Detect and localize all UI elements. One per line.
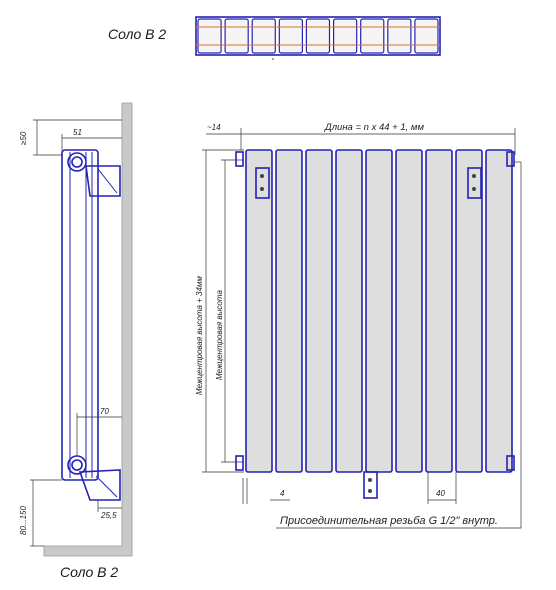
dim-wall-gap-label: ≥50 xyxy=(19,131,28,145)
thread-note-label: Присоединительная резьба G 1/2" внутр. xyxy=(280,515,498,527)
front-bracket-right-screw-2 xyxy=(472,187,476,191)
dim-height-outer-label: Межцентровая высота + 34мм xyxy=(195,276,204,395)
side-view: 51 ≥50 70 25,5 80...150 Соло В 2 xyxy=(19,102,133,580)
lower-bracket xyxy=(78,469,121,501)
front-left-top-cap xyxy=(235,151,244,167)
dim-left-offset-label: ~14 xyxy=(207,123,221,132)
front-section-6 xyxy=(395,149,423,473)
front-section-9 xyxy=(485,149,513,473)
thread-note-leader xyxy=(276,162,522,529)
top-section-8 xyxy=(387,18,412,54)
top-section-3 xyxy=(251,18,276,54)
front-section-3 xyxy=(305,149,333,473)
dim-height-center-label: Межцентровая высота xyxy=(215,290,224,380)
side-view-caption: Соло В 2 xyxy=(60,564,118,580)
front-section-4 xyxy=(335,149,363,473)
wall xyxy=(43,102,133,557)
front-bracket-bottom-screw-2 xyxy=(368,489,372,493)
front-bracket-bottom xyxy=(363,471,378,499)
front-section-8 xyxy=(455,149,483,473)
top-view-caption: Соло В 2 xyxy=(108,26,166,42)
upper-bracket xyxy=(85,165,121,197)
front-bracket-right xyxy=(467,167,482,199)
top-section-5 xyxy=(305,18,331,54)
front-section-7 xyxy=(425,149,453,473)
lower-bracket-hatch xyxy=(95,475,118,498)
top-view: Соло В 2 xyxy=(108,16,441,60)
front-bracket-left-screw-2 xyxy=(260,187,264,191)
front-bracket-bottom-screw-1 xyxy=(368,478,372,482)
front-section-2 xyxy=(275,149,303,473)
lower-pipe xyxy=(67,455,87,475)
upper-pipe xyxy=(67,152,87,172)
front-view-sections xyxy=(245,149,513,473)
top-section-6 xyxy=(333,18,358,54)
dim-pipe-depth-label: 70 xyxy=(100,407,109,416)
top-section-7 xyxy=(360,18,385,54)
top-view-body xyxy=(195,16,441,56)
front-bracket-left xyxy=(255,167,270,199)
lower-pipe-inner xyxy=(71,459,83,471)
side-profile-outer xyxy=(61,149,99,481)
front-section-5 xyxy=(365,149,393,473)
front-section-1 xyxy=(245,149,273,473)
front-bracket-left-screw-1 xyxy=(260,174,264,178)
dim-floor-gap-label: 80...150 xyxy=(19,506,28,535)
upper-bracket-hatch xyxy=(97,168,118,194)
top-section-2 xyxy=(224,18,249,54)
top-view-section-cells xyxy=(197,18,439,54)
dim-gap-label: 4 xyxy=(280,489,285,498)
dim-length-label: Длина = n x 44 + 1, мм xyxy=(324,122,424,133)
top-section-1 xyxy=(197,18,222,54)
dim-depth-label: 51 xyxy=(73,128,82,137)
front-left-bottom-cap xyxy=(235,455,244,471)
dim-bracket-offset-label: 25,5 xyxy=(100,511,117,520)
top-view-dot xyxy=(272,58,274,60)
upper-pipe-inner xyxy=(71,156,83,168)
front-bracket-right-screw-1 xyxy=(472,174,476,178)
top-section-9 xyxy=(414,18,439,54)
front-view: ~14 Длина = n x 44 + 1, мм Межцентровая … xyxy=(195,122,522,529)
top-section-4 xyxy=(278,18,303,54)
dim-section-label: 40 xyxy=(436,489,445,498)
front-right-top-cap xyxy=(506,151,515,167)
front-right-bottom-cap xyxy=(506,455,515,471)
